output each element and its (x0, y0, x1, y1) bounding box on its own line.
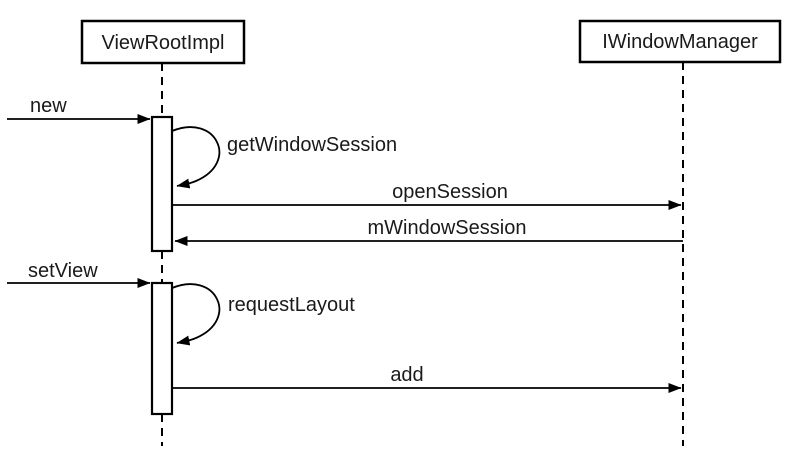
message-label-new: new (30, 95, 67, 117)
actor-label-viewrootimpl: ViewRootImpl (101, 32, 224, 54)
actor-box-viewrootimpl (80, 19, 246, 65)
message-label-opensession: openSession (392, 181, 508, 203)
message-label-mwindowsession: mWindowSession (368, 217, 527, 239)
activation-bar-1 (150, 115, 174, 253)
message-label-add: add (390, 364, 423, 386)
actor-box-iwindowmanager (578, 19, 782, 64)
message-label-setview: setView (28, 260, 98, 282)
message-arrow-getwindowsession (171, 126, 221, 189)
message-label-requestlayout: requestLayout (228, 294, 355, 316)
message-arrow-requestlayout (171, 283, 221, 346)
message-label-getwindowsession: getWindowSession (227, 134, 397, 156)
actor-label-iwindowmanager: IWindowManager (602, 31, 758, 53)
activation-bar-2 (150, 281, 174, 416)
